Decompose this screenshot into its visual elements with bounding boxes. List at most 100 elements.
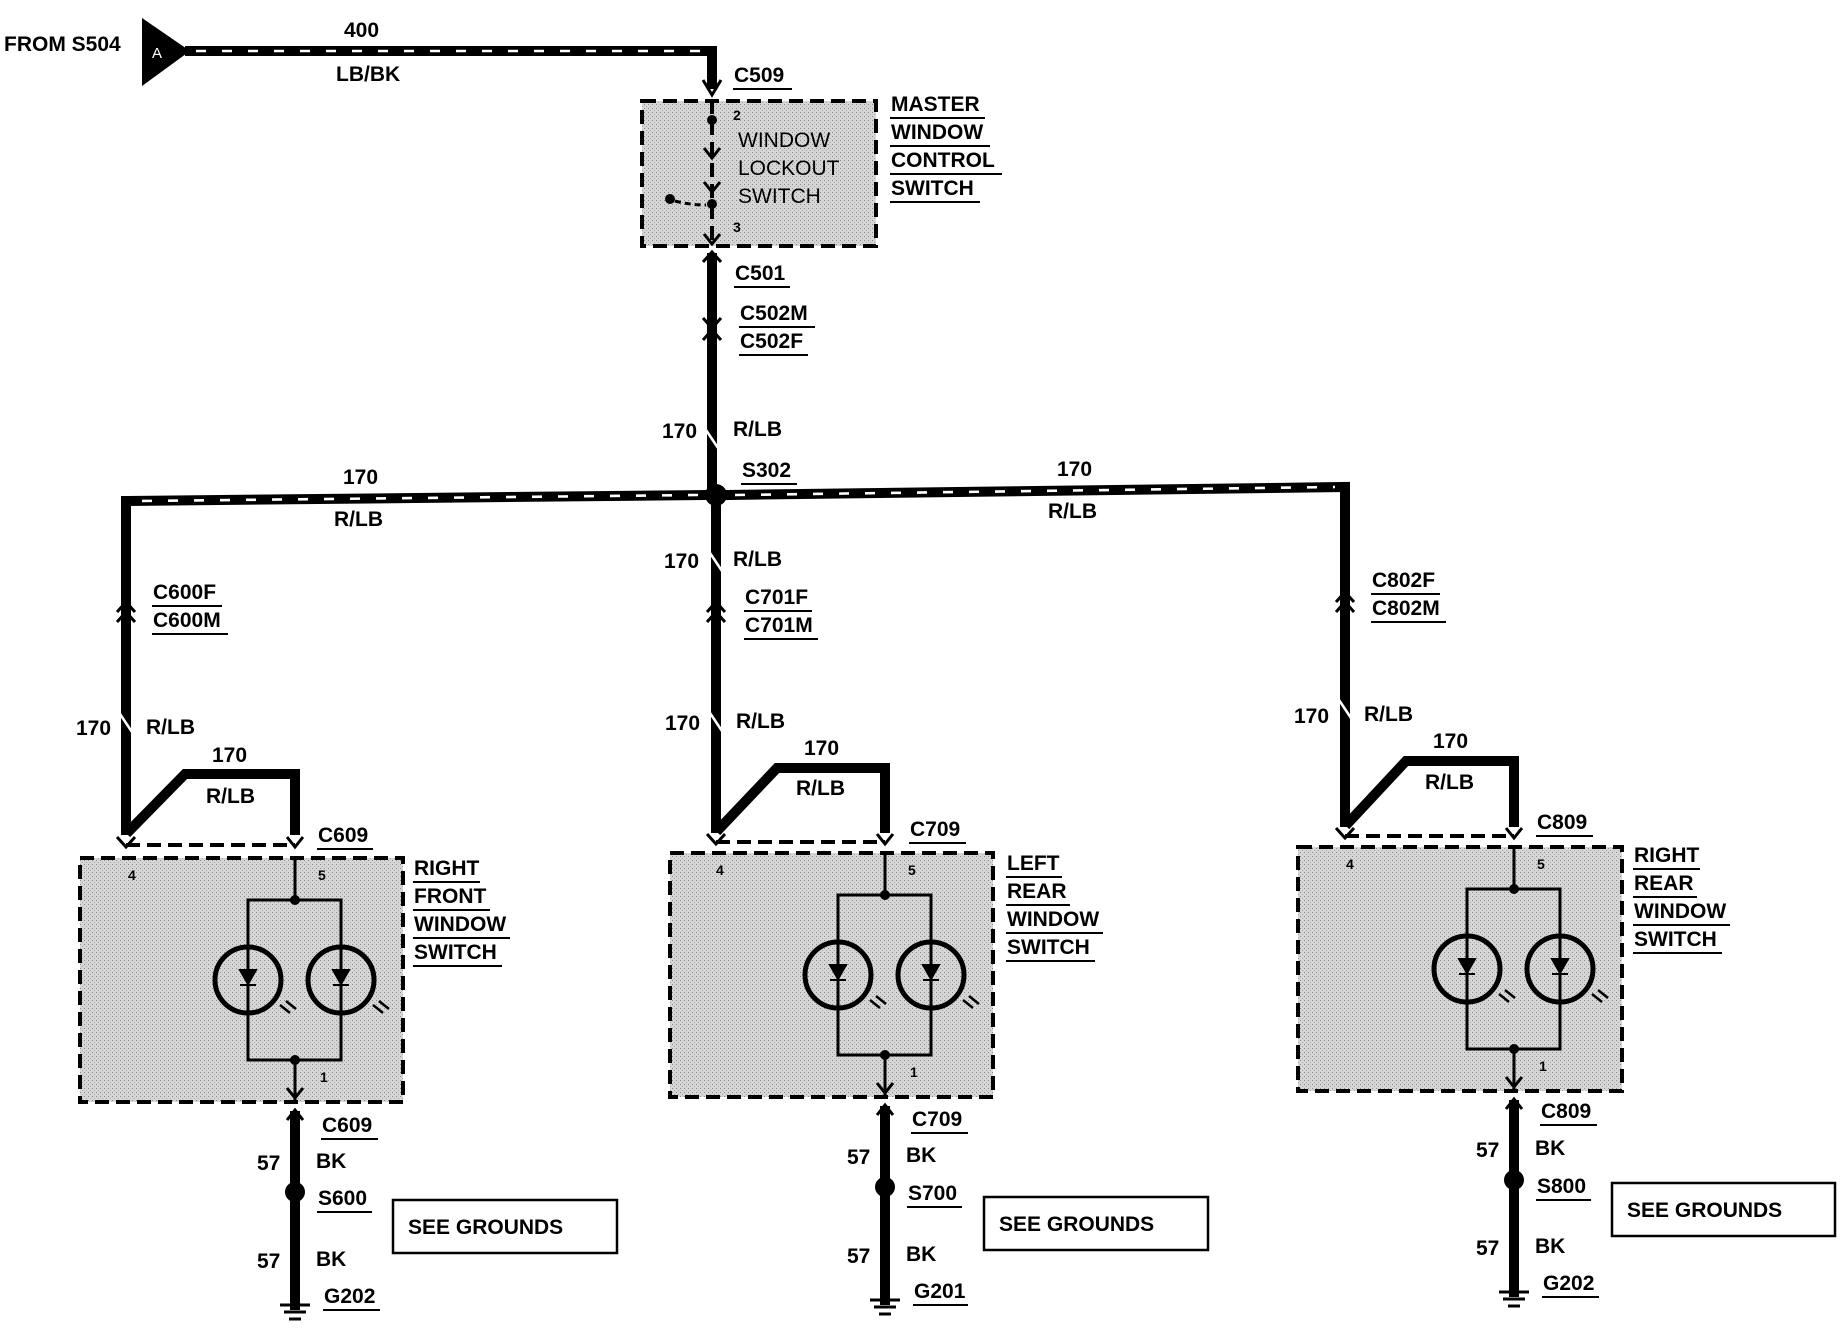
jumper-number: 170 xyxy=(212,744,247,767)
switch-label-2: REAR xyxy=(1634,872,1694,895)
source-label: FROM S504 xyxy=(4,33,121,56)
connector-c501-label: C501 xyxy=(735,262,786,285)
jumper-color: R/LB xyxy=(796,777,845,800)
splice-s302 xyxy=(705,484,727,506)
ground-point-label: G202 xyxy=(1543,1272,1594,1295)
switch-label-4: SWITCH xyxy=(1634,928,1717,951)
ground-number-1: 57 xyxy=(1476,1139,1499,1162)
switch-label-3: WINDOW xyxy=(414,913,506,936)
connector-a-letter: A xyxy=(152,45,162,62)
ground-color-2: BK xyxy=(316,1248,346,1271)
switch-label-4: SWITCH xyxy=(414,941,497,964)
splice-s302-label: S302 xyxy=(742,459,791,482)
pin-4: 4 xyxy=(128,867,136,883)
indicator-lamp-right xyxy=(1524,933,1596,1005)
drop-number: 170 xyxy=(1294,705,1329,728)
left-wire-number: 170 xyxy=(343,466,378,489)
pin-4: 4 xyxy=(716,862,724,878)
drop-number: 170 xyxy=(76,717,111,740)
c600m-label: C600M xyxy=(153,609,221,632)
ground-point-label: G201 xyxy=(914,1280,966,1303)
ground-splice-label: S600 xyxy=(318,1187,367,1210)
lockout-line-2: LOCKOUT xyxy=(738,157,840,180)
ground-color-2: BK xyxy=(1535,1235,1565,1258)
c600f-label: C600F xyxy=(153,581,216,604)
see-grounds-label: SEE GROUNDS xyxy=(999,1213,1154,1236)
ground-color-1: BK xyxy=(316,1150,346,1173)
ground-color-2: BK xyxy=(906,1243,936,1266)
master-switch-box xyxy=(640,99,878,248)
indicator-lamp-left xyxy=(212,944,284,1016)
wire-400-color: LB/BK xyxy=(336,63,400,86)
master-label-4: SWITCH xyxy=(891,177,974,200)
switch-label-1: LEFT xyxy=(1007,852,1060,875)
ground-color-1: BK xyxy=(1535,1137,1565,1160)
master-label-1: MASTER xyxy=(891,93,980,116)
connector-c509-label: C509 xyxy=(734,64,784,87)
ground-symbol xyxy=(870,1298,900,1316)
upper-number: 170 xyxy=(664,550,699,573)
upper-color: R/LB xyxy=(733,548,782,571)
drop-color: R/LB xyxy=(146,716,195,739)
pin-1: 1 xyxy=(320,1069,328,1085)
switch-connector-label: C809 xyxy=(1537,811,1587,834)
pin-1: 1 xyxy=(910,1064,918,1080)
pin-5: 5 xyxy=(908,862,916,878)
jumper-color: R/LB xyxy=(206,785,255,808)
switch-label-2: FRONT xyxy=(414,885,486,908)
drop-number: 170 xyxy=(665,712,700,735)
master-label-2: WINDOW xyxy=(891,121,983,144)
see-grounds-box xyxy=(982,1195,1210,1252)
master-label-3: CONTROL xyxy=(891,149,995,172)
switch-box xyxy=(1296,845,1624,1093)
ground-splice-label: S700 xyxy=(908,1182,957,1205)
ground-connector-label: C609 xyxy=(322,1114,372,1137)
ground-point-label: G202 xyxy=(324,1285,375,1308)
see-grounds-label: SEE GROUNDS xyxy=(408,1216,563,1239)
switch-label-1: RIGHT xyxy=(1634,844,1700,867)
right-wire-color: R/LB xyxy=(1048,500,1097,523)
c802f-label: C802F xyxy=(1372,569,1435,592)
wire-400-number: 400 xyxy=(344,19,379,42)
switch-box xyxy=(668,851,995,1099)
c701m-label: C701M xyxy=(745,614,813,637)
master-pin-3: 3 xyxy=(733,219,741,235)
jumper-wire xyxy=(712,763,890,836)
pin-5: 5 xyxy=(318,867,326,883)
switch-label-1: RIGHT xyxy=(414,857,480,880)
ground-symbol xyxy=(1499,1290,1529,1308)
wire-400 xyxy=(185,46,717,89)
lockout-line-1: WINDOW xyxy=(738,129,830,152)
c701f-label: C701F xyxy=(745,586,808,609)
ground-symbol xyxy=(280,1303,310,1321)
ground-splice xyxy=(1504,1170,1524,1190)
lockout-line-3: SWITCH xyxy=(738,185,821,208)
jumper-number: 170 xyxy=(804,737,839,760)
jumper-number: 170 xyxy=(1433,730,1468,753)
wire-170-right xyxy=(721,481,1350,585)
indicator-lamp-left xyxy=(1431,933,1503,1005)
connector-c502m-label: C502M xyxy=(740,302,808,325)
ground-color-1: BK xyxy=(906,1144,936,1167)
switch-label-2: REAR xyxy=(1007,880,1067,903)
jumper-wire xyxy=(1341,756,1519,830)
ground-number-1: 57 xyxy=(847,1146,870,1169)
left-wire-color: R/LB xyxy=(334,508,383,531)
indicator-lamp-right xyxy=(305,944,377,1016)
switch-connector-label: C709 xyxy=(910,818,960,841)
master-pin-2: 2 xyxy=(733,107,741,123)
branch-right-front: C600F C600M 170 R/LB 170 R/LB C609 4 5 1… xyxy=(76,575,619,1321)
switch-label-3: WINDOW xyxy=(1634,900,1726,923)
branch-right-rear: C802F C802M 170 R/LB 170 R/LB C809 4 5 1… xyxy=(1294,569,1837,1308)
ground-splice xyxy=(875,1177,895,1197)
switch-label-3: WINDOW xyxy=(1007,908,1099,931)
switch-box xyxy=(78,856,405,1104)
ground-connector-label: C809 xyxy=(1541,1100,1591,1123)
branch-left-rear: 170 R/LB C701F C701M 170 R/LB 170 R/LB C… xyxy=(664,500,1210,1316)
ground-number-2: 57 xyxy=(1476,1237,1499,1260)
c802m-label: C802M xyxy=(1372,597,1440,620)
connector-c502f-label: C502F xyxy=(740,330,803,353)
ground-splice xyxy=(285,1182,305,1202)
see-grounds-label: SEE GROUNDS xyxy=(1627,1199,1782,1222)
drop-color: R/LB xyxy=(736,710,785,733)
